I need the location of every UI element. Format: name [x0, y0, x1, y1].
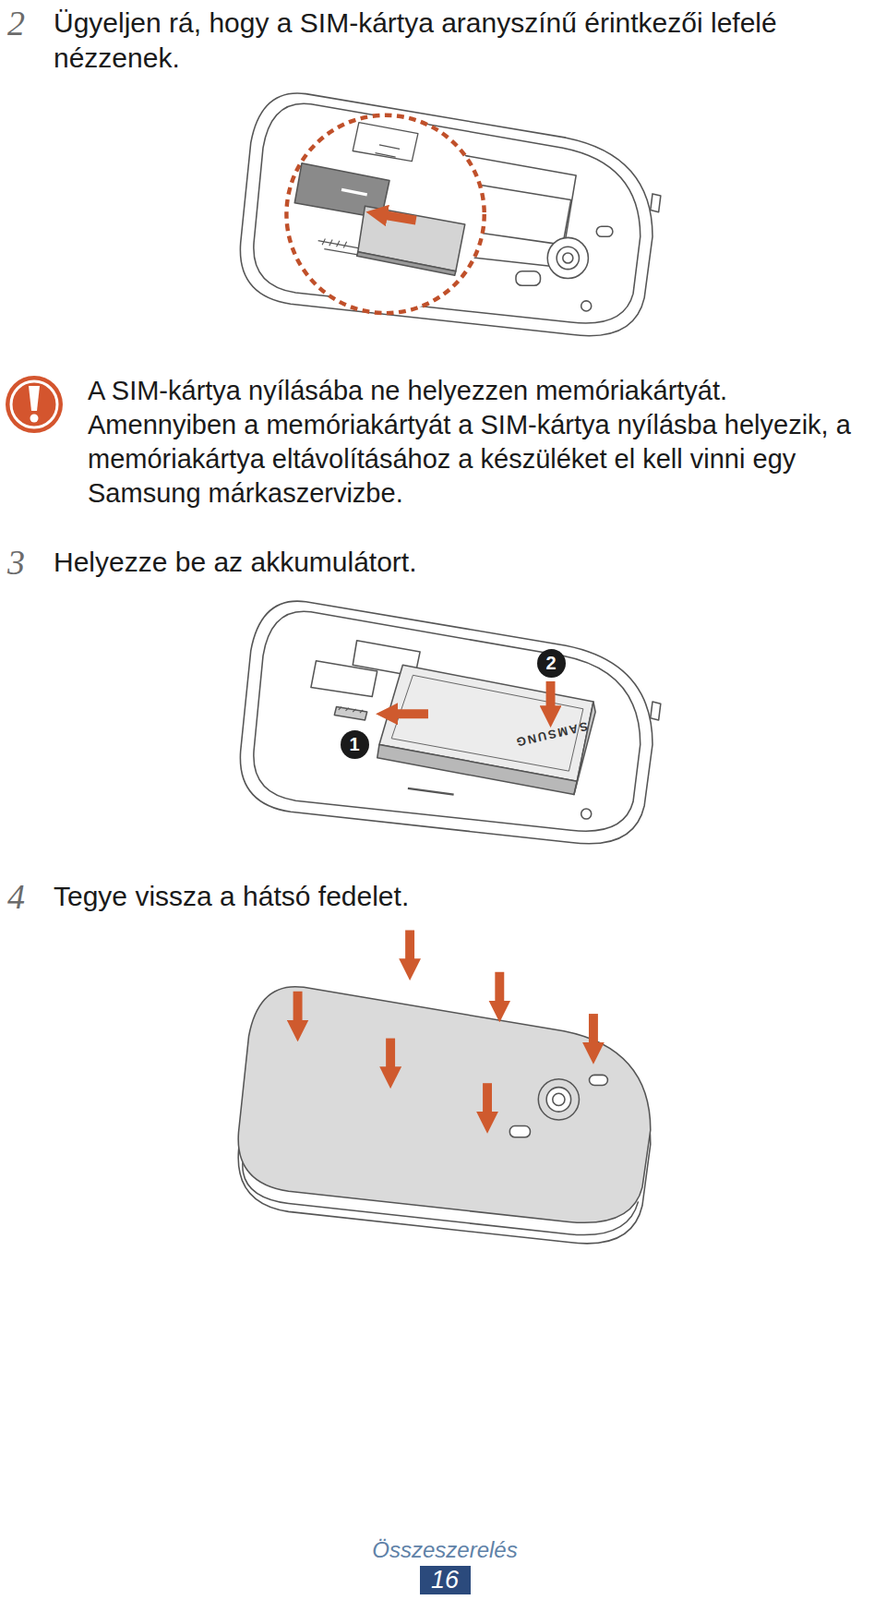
step-number: 3 [7, 544, 45, 580]
drawing-part [588, 1013, 599, 1044]
drawing-part [358, 205, 466, 272]
drawing-part [556, 246, 579, 269]
drawing-part [341, 189, 368, 195]
drawing-part [650, 193, 661, 213]
warning-icon [5, 375, 63, 433]
drawing-part [546, 1087, 572, 1113]
drawing-part [357, 251, 456, 276]
warning-note: A SIM-kártya nyílásába ne helyezzen memó… [87, 373, 880, 511]
drawing-part [391, 674, 584, 771]
drawing-part [650, 701, 661, 720]
drawing-part [28, 385, 40, 411]
callout-digit: 1 [348, 734, 360, 754]
drawing-part [253, 610, 641, 831]
drawing-part [338, 706, 364, 714]
page-number: 16 [431, 1567, 459, 1593]
step-number: 4 [7, 878, 45, 914]
step-text: Helyezze be az akkumulátort. [53, 544, 848, 580]
drawing-part [311, 660, 378, 697]
drawing-part [238, 93, 661, 1244]
drawing-part [239, 93, 653, 336]
drawing-part [11, 381, 58, 428]
phone-sim-figure [239, 93, 660, 336]
drawing-part [334, 706, 367, 720]
press-arrows [298, 929, 594, 1114]
drawing-part [574, 701, 596, 795]
drawing-part [515, 271, 541, 286]
callout-number: 1 [340, 730, 370, 759]
drawing-part [239, 600, 653, 844]
drawing-part [375, 144, 401, 157]
drawing-part [286, 115, 484, 313]
drawing-part [562, 252, 574, 264]
drawing-part [352, 122, 419, 162]
step-text: Tegye vissza a hátsó fedelet. [53, 878, 848, 914]
drawing-part [238, 986, 651, 1223]
drawing-part [405, 929, 415, 960]
page-number-box: Összeszerelés16 [419, 1565, 471, 1594]
drawing-part [385, 1038, 396, 1069]
drawing-part [30, 414, 39, 423]
drawing-part [5, 375, 63, 433]
phone-cover-figure [238, 986, 651, 1244]
drawing-part [538, 1078, 579, 1120]
step-text: Ügyeljen rá, hogy a SIM-kártya aranyszín… [53, 5, 848, 76]
drawing-part [547, 237, 588, 278]
drawing-part [253, 103, 641, 324]
drawing-part [385, 215, 417, 221]
drawing-part [509, 1125, 530, 1138]
drawing-part [546, 681, 556, 708]
drawing-part [318, 240, 364, 255]
drawing-part [293, 991, 303, 1022]
drawing-part [377, 743, 578, 794]
drawing-part [581, 300, 592, 312]
drawing-part [596, 226, 613, 237]
drawing-part [395, 708, 429, 719]
callout-digit: 2 [545, 653, 556, 672]
drawing-part [322, 238, 348, 248]
phone-battery-figure [239, 600, 660, 844]
drawing-part [589, 1074, 609, 1085]
callout-number: 2 [537, 648, 566, 678]
chapter-name: Összeszerelés [371, 1537, 517, 1562]
drawing-part [494, 971, 504, 1003]
step-number: 2 [7, 5, 45, 41]
drawing-part [581, 808, 592, 819]
drawing-part [552, 1092, 565, 1105]
drawing-part [482, 1082, 492, 1114]
drawing-part [407, 788, 455, 795]
